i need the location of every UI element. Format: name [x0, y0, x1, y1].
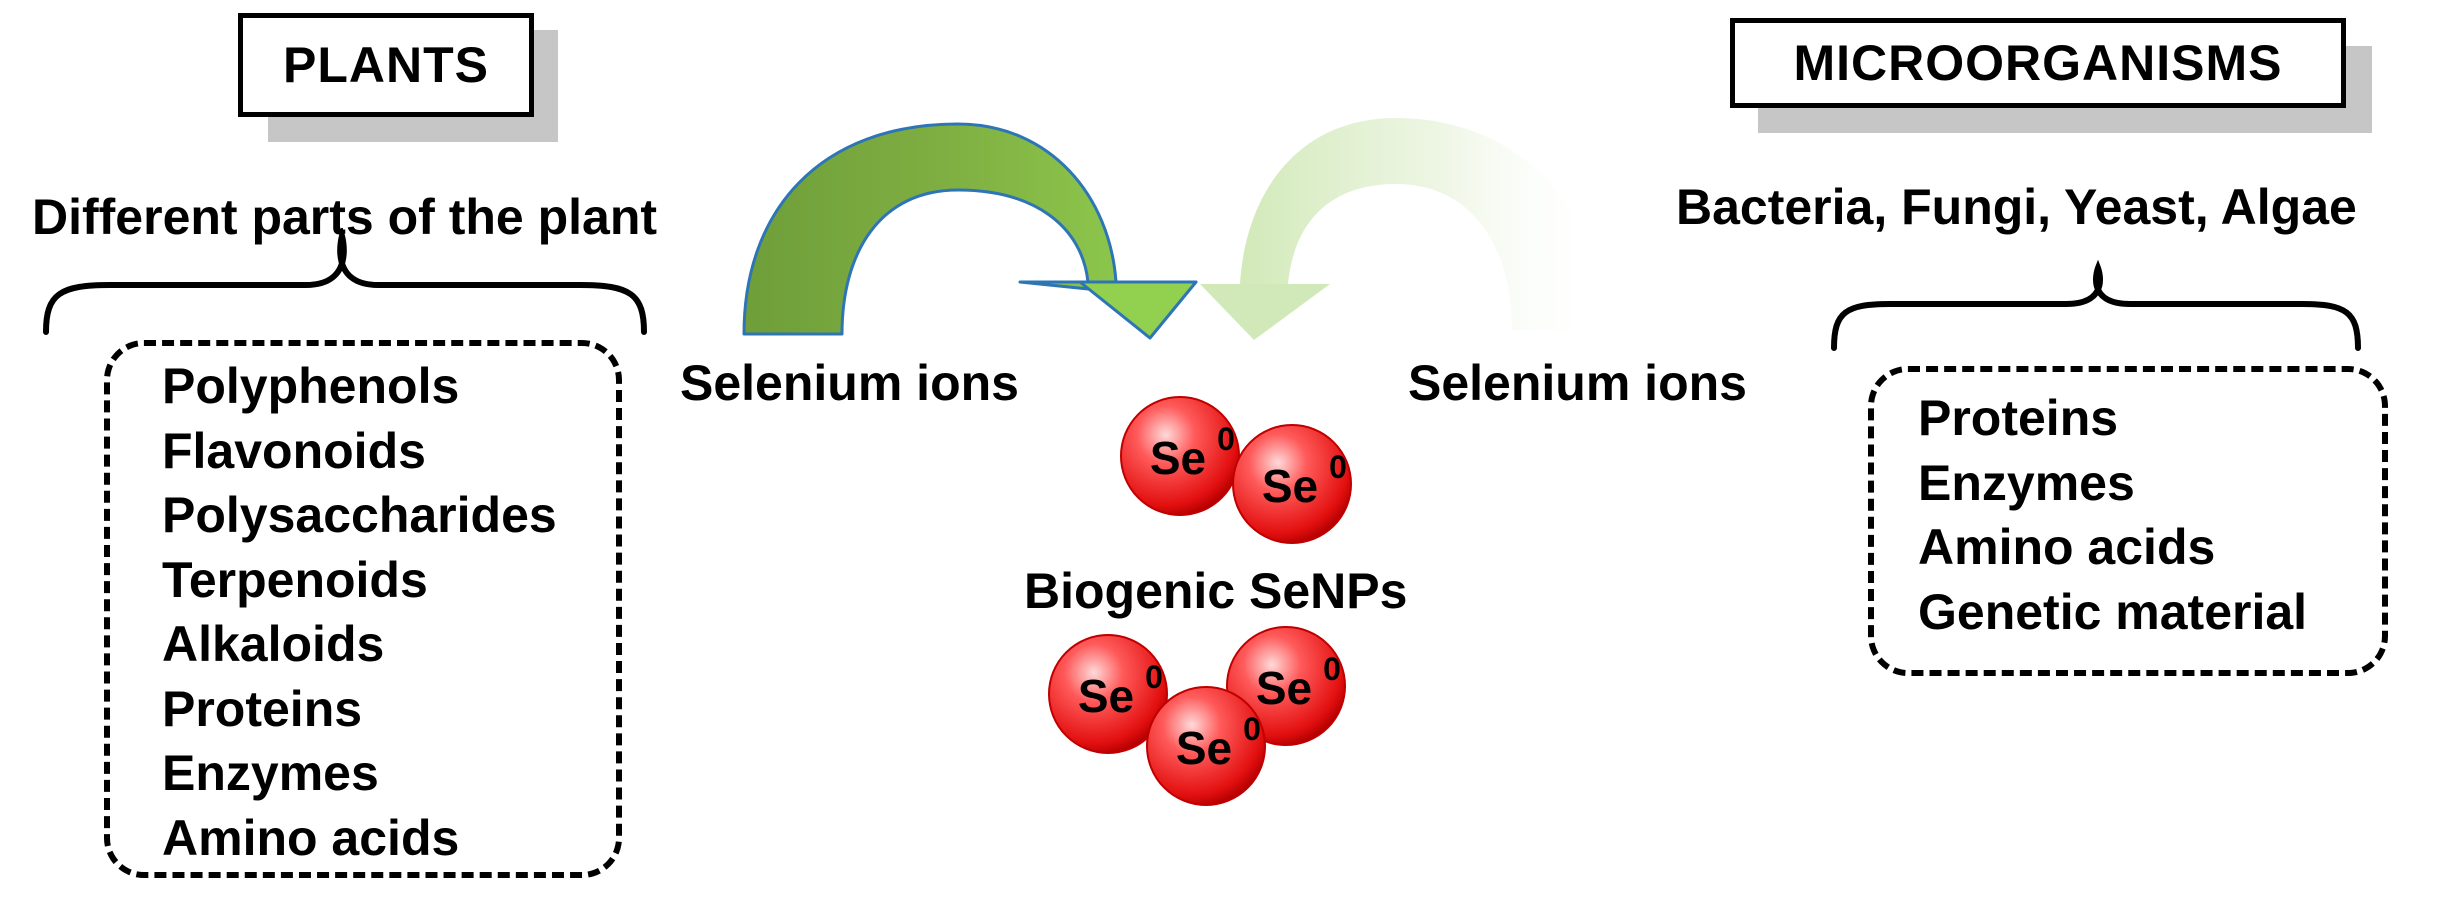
- selenium-nanoparticle: Se 0: [1120, 396, 1240, 516]
- microorganisms-compound-item: Proteins: [1918, 390, 2119, 446]
- plants-compound-item: Proteins: [162, 680, 363, 737]
- nanoparticle-symbol: Se: [1150, 432, 1206, 484]
- left-arrow-head: [1078, 280, 1198, 340]
- plants-compound-item: Terpenoids: [162, 551, 428, 608]
- plants-compound-item: Amino acids: [162, 809, 460, 866]
- microorganisms-compound-box: [1868, 366, 2388, 676]
- plants-brace: [43, 228, 647, 335]
- nanoparticle-sphere: [1232, 424, 1352, 544]
- selenium-nanoparticle: Se 0: [1146, 686, 1266, 806]
- plants-compound-item: Flavonoids: [162, 422, 426, 479]
- left-selenium-ions-label: Selenium ions: [680, 355, 1019, 411]
- right-arrow-head: [1200, 284, 1330, 340]
- plants-compound-item: Polysaccharides: [162, 487, 557, 543]
- nanoparticle-symbol: Se: [1262, 460, 1318, 512]
- plants-title: PLANTS: [283, 37, 489, 93]
- microorganisms-compound-item: Amino acids: [1918, 519, 2216, 575]
- nanoparticle-oxidation-state: 0: [1323, 651, 1341, 687]
- microorganisms-title: MICROORGANISMS: [1793, 35, 2283, 91]
- nanoparticle-oxidation-state: 0: [1145, 659, 1163, 695]
- plants-compound-box: [104, 340, 622, 878]
- biogenic-senps-label: Biogenic SeNPs: [1024, 563, 1408, 619]
- nanoparticle-symbol: Se: [1078, 670, 1134, 722]
- nanoparticle-symbol: Se: [1176, 722, 1232, 774]
- plants-compound-item: Alkaloids: [162, 616, 385, 672]
- nanoparticle-oxidation-state: 0: [1329, 449, 1347, 485]
- microorganisms-compound-item: Genetic material: [1918, 583, 2308, 640]
- microorganisms-title-box: MICROORGANISMS: [1730, 18, 2346, 108]
- right-curved-arrow: [1240, 118, 1604, 330]
- nanoparticle-sphere: [1146, 686, 1266, 806]
- selenium-nanoparticle: Se 0: [1048, 634, 1168, 754]
- microorganisms-compound-item: Enzymes: [1918, 454, 2135, 511]
- nanoparticle-oxidation-state: 0: [1217, 421, 1235, 457]
- selenium-nanoparticle: Se 0: [1232, 424, 1352, 544]
- microorganisms-brace: [1831, 260, 2361, 351]
- right-selenium-ions-label: Selenium ions: [1408, 355, 1747, 411]
- nanoparticle-sphere: [1048, 634, 1168, 754]
- nanoparticle-oxidation-state: 0: [1243, 711, 1261, 747]
- plants-title-box: PLANTS: [238, 13, 534, 117]
- nanoparticle-symbol: Se: [1256, 662, 1312, 714]
- plants-compound-item: Polyphenols: [162, 358, 460, 414]
- microorganisms-subtitle: Bacteria, Fungi, Yeast, Algae: [1676, 179, 2357, 235]
- plants-compound-item: Enzymes: [162, 745, 379, 801]
